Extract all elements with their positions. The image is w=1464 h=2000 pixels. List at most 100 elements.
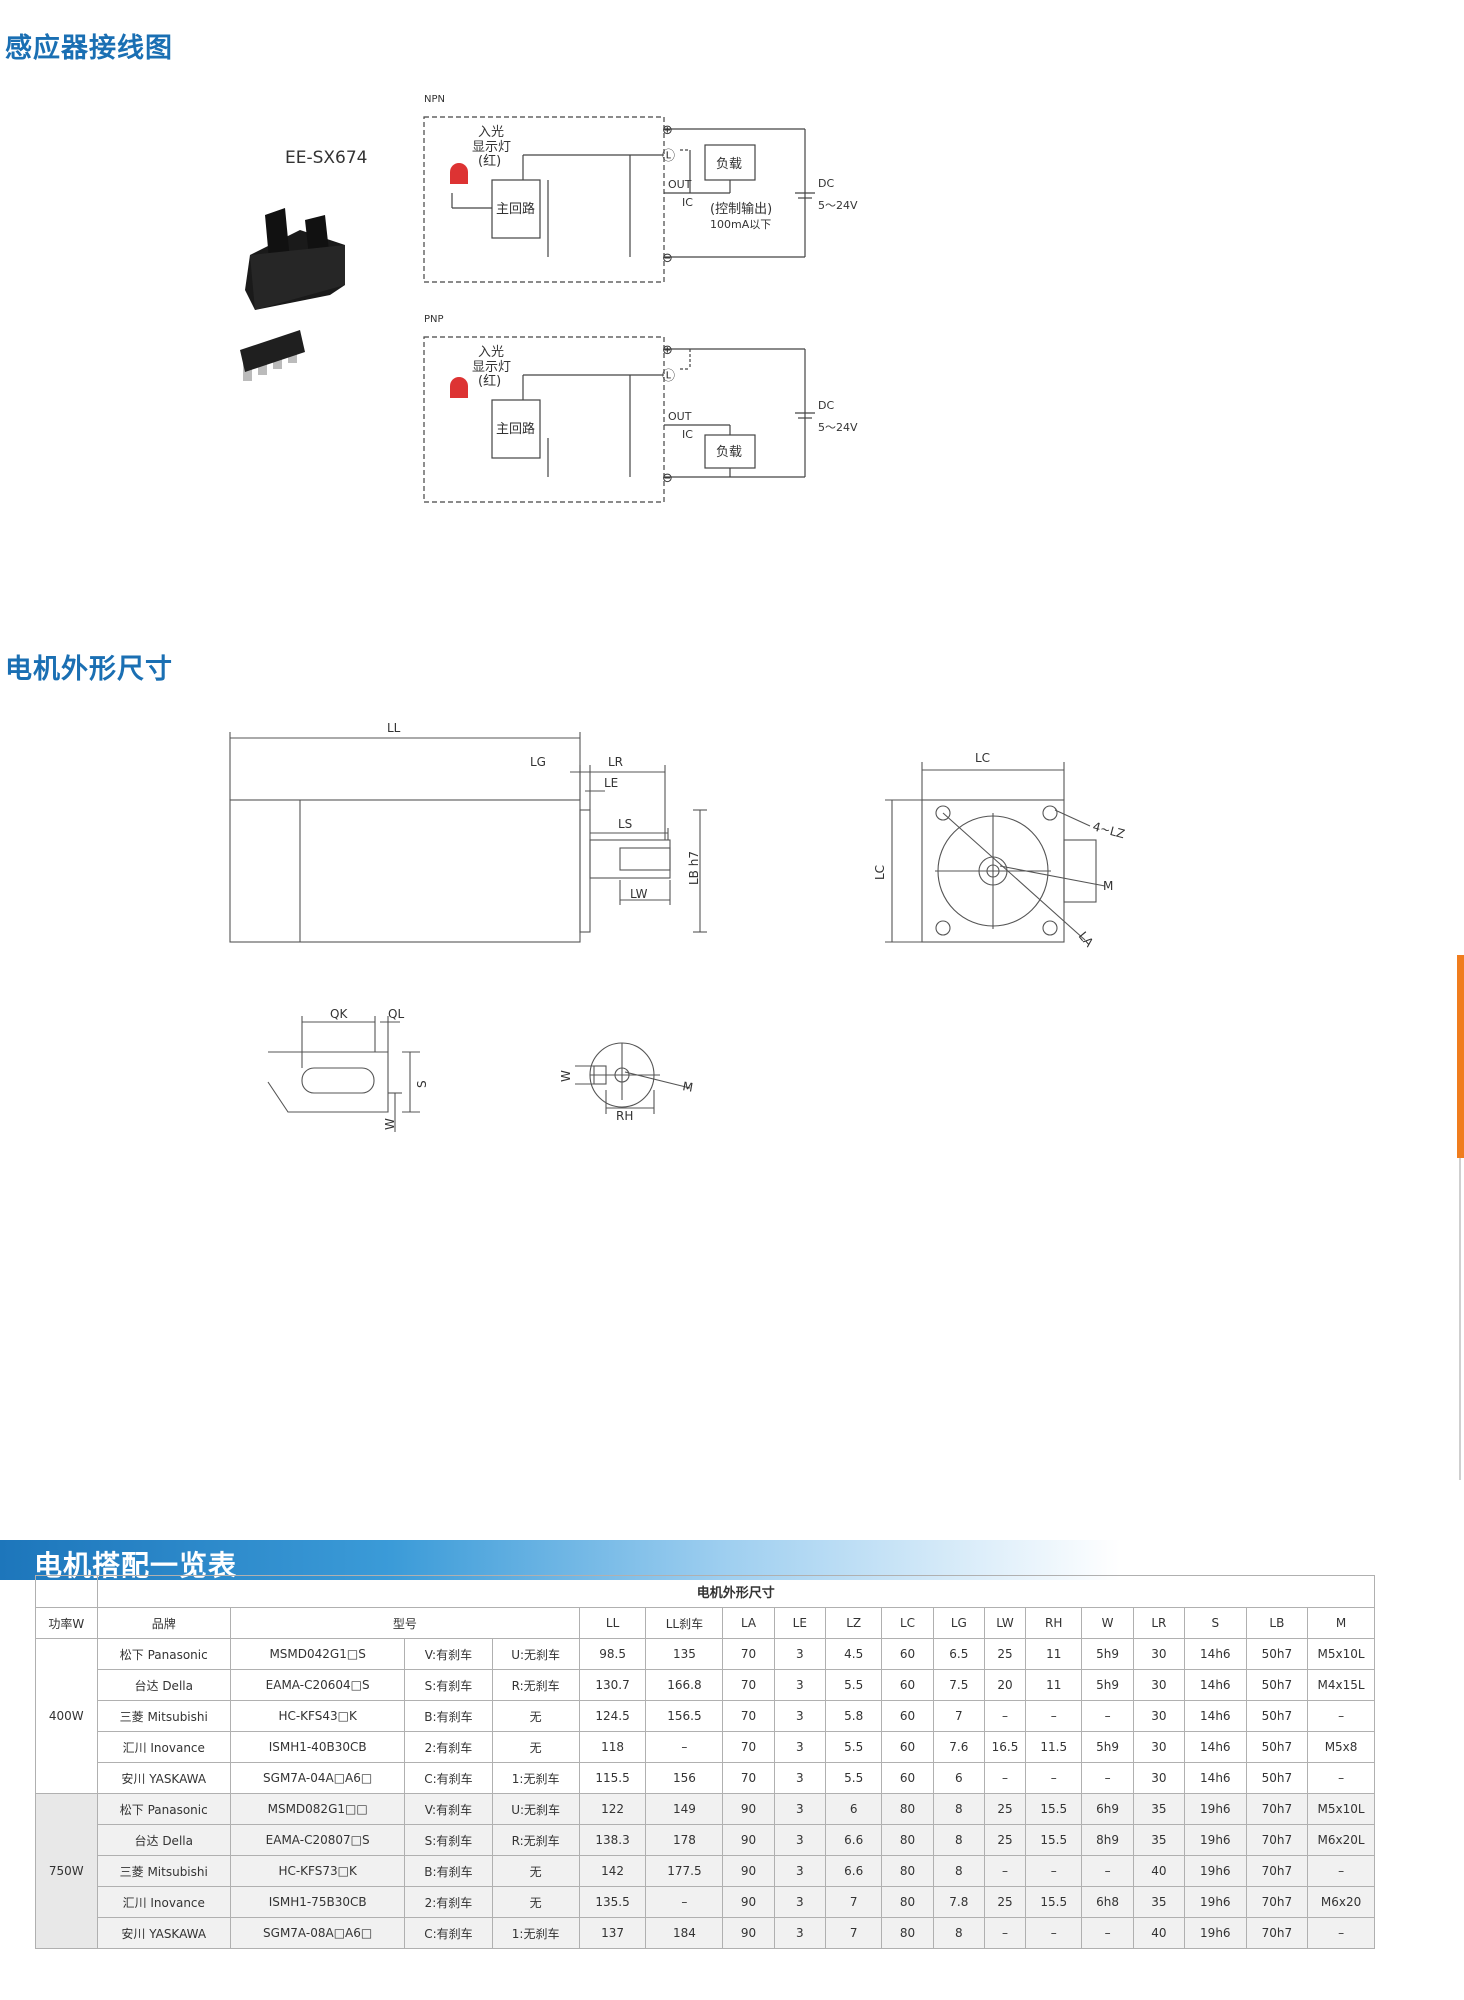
table-cell: 98.5 [578,1638,647,1670]
table-cell: 40 [1132,1917,1186,1949]
table-cell: M5x10L [1307,1793,1375,1825]
dim-ls: LS [618,817,632,831]
col-le: LE [773,1607,826,1639]
pnp-indicator-1: 入光 [478,345,504,360]
table-cell: 70h7 [1245,1886,1309,1918]
table-cell: 149 [645,1793,724,1825]
table-cell: 138.3 [578,1824,647,1856]
col-ll-brake: LL刹车 [645,1607,724,1639]
table-cell: 台达 Della [96,1824,231,1856]
table-cell: M6x20L [1307,1824,1375,1856]
table-cell: 90 [722,1917,775,1949]
table-cell: 90 [722,1886,775,1918]
pnp-label: PNP [424,314,444,325]
table-cell: 15.5 [1025,1793,1083,1825]
table-cell: 70h7 [1245,1793,1309,1825]
shaft-end-view [575,1042,691,1114]
table-cell: 6h9 [1081,1793,1134,1825]
table-cell: R:无刹车 [491,1669,580,1701]
table-cell: – [645,1886,724,1918]
pnp-dc: DC [818,399,834,412]
col-power: 功率W [35,1607,98,1639]
motor-table-banner: 电机搭配一览表 [0,1540,1120,1582]
col-m: M [1307,1607,1375,1639]
dim-qk: QK [330,1007,348,1021]
table-cell: 90 [722,1824,775,1856]
table-cell: 松下 Panasonic [96,1638,231,1670]
table-cell: EAMA-C20807□S [229,1824,406,1856]
npn-dc: DC [818,177,834,190]
table-cell: 2:有刹车 [404,1731,493,1763]
table-cell: 无 [491,1886,580,1918]
col-lz: LZ [824,1607,883,1639]
table-cell: SGM7A-08A□A6□ [229,1917,406,1949]
table-cell: – [1307,1700,1375,1732]
table-cell: 19h6 [1184,1855,1247,1887]
table-cell: 3 [773,1886,826,1918]
table-cell: 50h7 [1245,1762,1309,1794]
col-ll: LL [578,1607,647,1639]
dim-le: LE [604,776,618,790]
motor-side-view [229,732,707,943]
table-cell: 30 [1132,1638,1186,1670]
table-cell: 1:无刹车 [491,1762,580,1794]
table-cell: – [1081,1700,1134,1732]
table-cell: 无 [491,1700,580,1732]
motor-dimension-drawing: LL LG LR LE LS LW LB h7 LC LC 4~LZ M LA [229,721,1126,1132]
table-cell: 35 [1132,1824,1186,1856]
col-lr: LR [1132,1607,1186,1639]
dim-w: W [383,1118,397,1130]
table-cell: – [983,1762,1027,1794]
pnp-main-circuit: 主回路 [496,421,535,437]
table-cell: 60 [881,1700,934,1732]
pnp-terminal-l: Ⓛ [662,369,675,384]
table-cell: M6x20 [1307,1886,1375,1918]
table-cell: 25 [983,1824,1027,1856]
table-cell: 3 [773,1824,826,1856]
table-cell: – [1307,1917,1375,1949]
table-cell: 3 [773,1793,826,1825]
table-cell: SGM7A-04A□A6□ [229,1762,406,1794]
table-cell: 80 [881,1855,934,1887]
npn-main-circuit: 主回路 [496,201,535,217]
col-rh: RH [1025,1607,1083,1639]
table-cell: C:有刹车 [404,1917,493,1949]
table-cell: 14h6 [1184,1762,1247,1794]
table-cell: 30 [1132,1700,1186,1732]
table-cell: MSMD042G1□S [229,1638,406,1670]
table-cell: 19h6 [1184,1886,1247,1918]
pnp-ic: IC [682,428,693,441]
col-lw: LW [983,1607,1027,1639]
table-cell: 11 [1025,1669,1083,1701]
table-cell: U:无刹车 [491,1793,580,1825]
dim-s: S [415,1080,429,1088]
table-cell: 8 [932,1855,985,1887]
pnp-load: 负载 [716,445,742,460]
table-cell: – [983,1700,1027,1732]
table-cell: 7 [824,1917,883,1949]
table-cell: – [1081,1917,1134,1949]
table-cell: B:有刹车 [404,1855,493,1887]
table-cell: 130.7 [578,1669,647,1701]
table-cell: 70 [722,1638,775,1670]
side-divider [1459,1158,1461,1480]
table-cell: 80 [881,1793,934,1825]
table-cell: 7.5 [932,1669,985,1701]
npn-voltage: 5～24V [818,199,858,212]
table-cell: B:有刹车 [404,1700,493,1732]
table-cell: 6 [824,1793,883,1825]
table-cell: 124.5 [578,1700,647,1732]
table-cell: 5h9 [1081,1669,1134,1701]
table-cell: 5h9 [1081,1731,1134,1763]
dim-lc: LC [975,751,990,765]
table-cell: 14h6 [1184,1638,1247,1670]
table-cell: 5.5 [824,1731,883,1763]
motor-compatibility-table: 电机外形尺寸 功率W 品牌 型号 LL LL刹车 LA LE LZ LC LG … [35,1575,1376,1949]
table-cell: 80 [881,1886,934,1918]
table-cell: 汇川 Inovance [96,1886,231,1918]
